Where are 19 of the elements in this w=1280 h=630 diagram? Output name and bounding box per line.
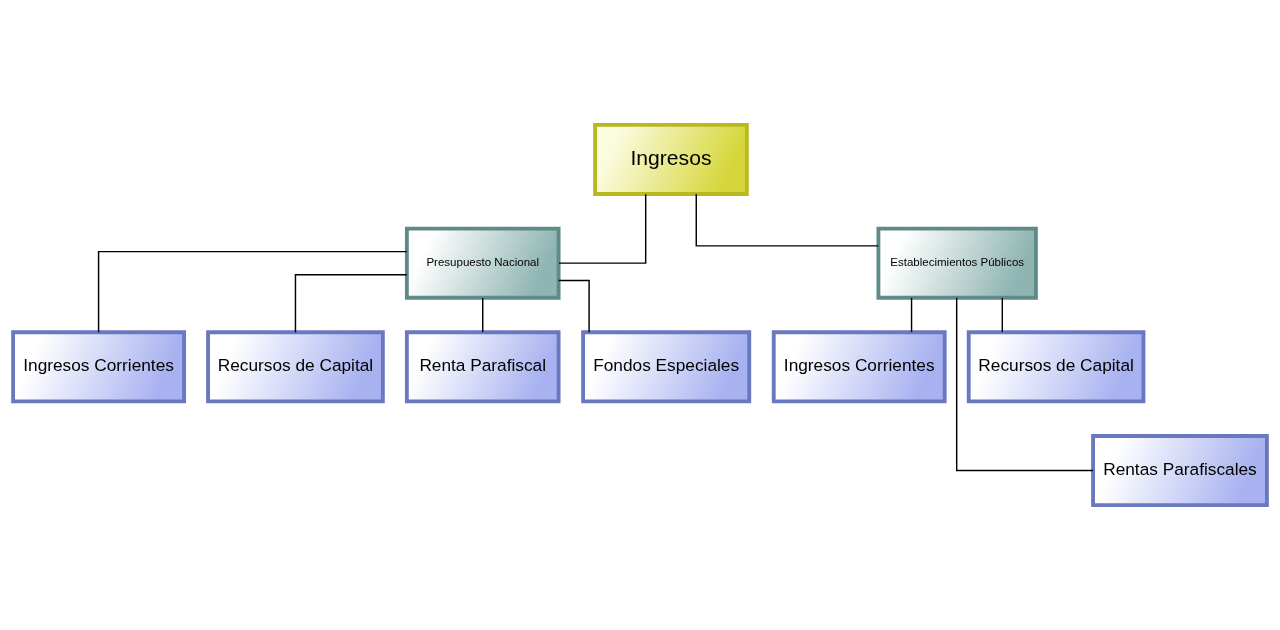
node-box: Renta Parafiscal [404, 330, 561, 404]
connector [558, 193, 647, 264]
node-box: Recursos de Capital [966, 330, 1146, 404]
node-box: Recursos de Capital [206, 330, 385, 404]
connector [97, 250, 408, 333]
node-box: Fondos Especiales [581, 330, 752, 404]
connector [695, 193, 879, 247]
connector [955, 297, 1094, 472]
connector [1001, 297, 1004, 333]
node-box: Rentas Parafiscales [1091, 434, 1269, 508]
node-box: Ingresos Corrientes [771, 330, 947, 404]
node-box: Establecimientos Públicos [876, 226, 1038, 300]
connector [294, 273, 408, 333]
node-box: Ingresos [593, 122, 749, 196]
connector [482, 297, 484, 333]
node-box: Ingresos Corrientes [11, 330, 186, 404]
node-box: Presupuesto Nacional [404, 226, 561, 300]
connector [557, 279, 590, 333]
connector [910, 297, 913, 333]
